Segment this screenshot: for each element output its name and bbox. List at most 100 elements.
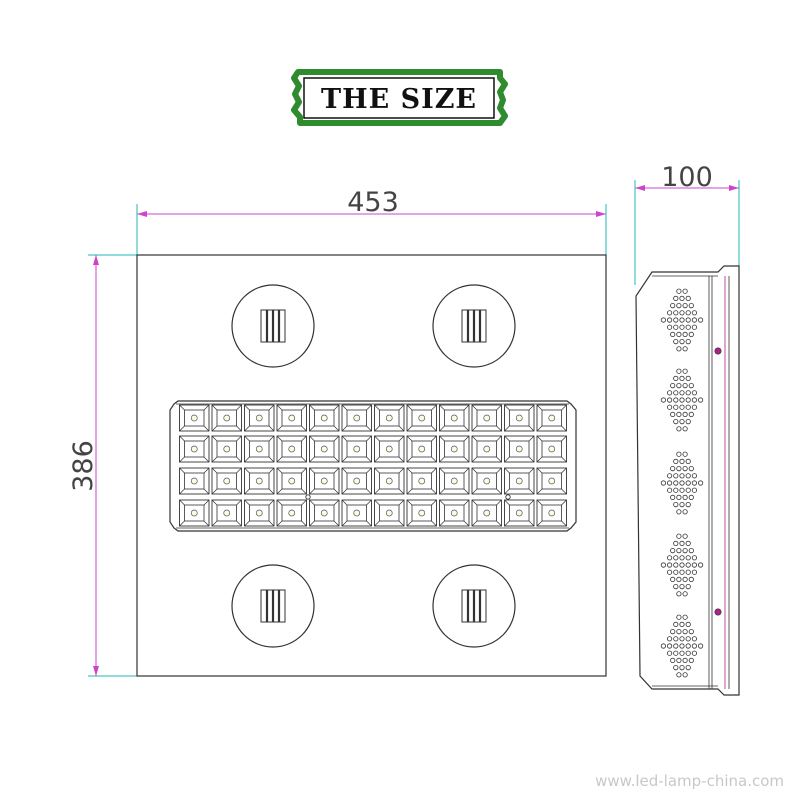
side-led-cluster bbox=[660, 288, 704, 352]
led-cell-corner bbox=[179, 404, 185, 411]
led-cell bbox=[536, 435, 567, 463]
led-cell-corner bbox=[341, 425, 348, 432]
led-cell-corner bbox=[463, 467, 470, 474]
side-led-dot bbox=[679, 540, 685, 547]
led-cell-corner bbox=[301, 425, 307, 432]
side-led-dot bbox=[691, 317, 698, 323]
led-cell-corner bbox=[268, 456, 275, 463]
led-chip bbox=[190, 414, 198, 422]
led-cell-corner bbox=[463, 499, 470, 506]
depth-dimension: 100 bbox=[634, 162, 740, 285]
side-led-dot bbox=[666, 569, 673, 575]
led-cell-corner bbox=[179, 520, 185, 527]
led-cell-corner bbox=[309, 435, 315, 442]
side-led-dot bbox=[676, 576, 682, 583]
led-cell bbox=[504, 467, 535, 495]
side-led-dot bbox=[685, 397, 691, 403]
side-led-dot bbox=[679, 473, 685, 479]
led-chip bbox=[483, 509, 491, 517]
side-view bbox=[635, 265, 740, 696]
side-led-dot bbox=[688, 628, 694, 635]
led-cell-corner bbox=[406, 404, 413, 411]
led-cell-corner bbox=[244, 404, 250, 411]
led-cell-corner bbox=[203, 499, 210, 506]
side-led-dot bbox=[679, 375, 685, 381]
side-led-dot bbox=[676, 368, 682, 374]
side-led-dot bbox=[685, 418, 691, 425]
side-led-dot bbox=[670, 465, 676, 472]
side-led-dot bbox=[666, 317, 673, 323]
side-led-dot bbox=[688, 576, 694, 583]
led-cell-corner bbox=[179, 499, 185, 506]
side-led-dot bbox=[691, 390, 698, 396]
side-led-dot bbox=[676, 346, 682, 352]
led-cell-corner bbox=[179, 467, 185, 474]
led-cell-corner bbox=[496, 425, 502, 432]
side-led-cluster bbox=[660, 451, 704, 515]
led-cell-corner bbox=[211, 520, 218, 527]
led-cell-corner bbox=[439, 435, 445, 442]
side-led-dot bbox=[691, 487, 698, 493]
led-cell-corner bbox=[374, 520, 380, 527]
led-cell bbox=[309, 404, 340, 432]
height-arrow-top bbox=[93, 255, 99, 265]
side-led-dot bbox=[660, 317, 667, 323]
led-cell-corner bbox=[366, 425, 372, 432]
led-cell-corner bbox=[236, 404, 242, 411]
led-cell-corner bbox=[309, 520, 315, 527]
led-cell-corner bbox=[398, 467, 405, 474]
led-cell-corner bbox=[374, 499, 380, 506]
led-chip bbox=[450, 509, 458, 517]
side-led-dot bbox=[666, 562, 673, 568]
led-cell-corner bbox=[536, 520, 543, 527]
side-led-dot bbox=[691, 562, 698, 568]
led-chip bbox=[418, 509, 426, 517]
side-led-dot bbox=[685, 569, 691, 575]
side-led-cluster bbox=[660, 533, 704, 597]
led-cell bbox=[374, 435, 405, 463]
led-cell bbox=[276, 435, 307, 463]
led-cell-corner bbox=[406, 488, 413, 495]
led-cell bbox=[179, 499, 210, 527]
side-led-dot bbox=[660, 562, 667, 568]
led-chip bbox=[288, 414, 296, 422]
led-cell-corner bbox=[374, 456, 380, 463]
led-cell bbox=[471, 467, 502, 495]
led-cell-corner bbox=[431, 499, 437, 506]
led-cell-corner bbox=[309, 425, 315, 432]
side-led-dot bbox=[685, 621, 691, 628]
led-cell-corner bbox=[309, 404, 315, 411]
side-led-dot bbox=[679, 418, 685, 425]
side-led-dot bbox=[679, 324, 685, 330]
led-cell bbox=[276, 499, 307, 527]
led-cell-corner bbox=[528, 520, 535, 527]
led-cell-corner bbox=[268, 425, 275, 432]
side-led-dot bbox=[688, 302, 694, 309]
led-cell-corner bbox=[333, 467, 340, 474]
led-cell-corner bbox=[211, 488, 218, 495]
led-cell bbox=[341, 435, 372, 463]
led-cell-corner bbox=[561, 520, 567, 527]
led-cell-corner bbox=[536, 425, 543, 432]
side-led-dot bbox=[666, 487, 673, 493]
side-led-dot bbox=[679, 397, 685, 403]
side-led-dot bbox=[660, 397, 667, 403]
led-cell-corner bbox=[366, 435, 372, 442]
led-chip bbox=[353, 414, 361, 422]
led-cell-corner bbox=[366, 467, 372, 474]
led-cell-corner bbox=[203, 404, 210, 411]
led-cell-corner bbox=[536, 467, 543, 474]
led-cell-corner bbox=[341, 499, 348, 506]
led-cell-corner bbox=[406, 520, 413, 527]
side-led-dot bbox=[682, 591, 688, 597]
led-cell-corner bbox=[561, 456, 567, 463]
side-led-dot bbox=[666, 650, 673, 656]
led-cell bbox=[276, 404, 307, 432]
side-led-dot bbox=[697, 317, 704, 323]
led-chip bbox=[288, 445, 296, 453]
side-led-dot bbox=[679, 643, 685, 649]
side-led-dot bbox=[685, 480, 691, 486]
led-chip bbox=[223, 477, 231, 485]
led-cell-corner bbox=[439, 467, 445, 474]
watermark-text: www.led-lamp-china.com bbox=[595, 772, 784, 790]
